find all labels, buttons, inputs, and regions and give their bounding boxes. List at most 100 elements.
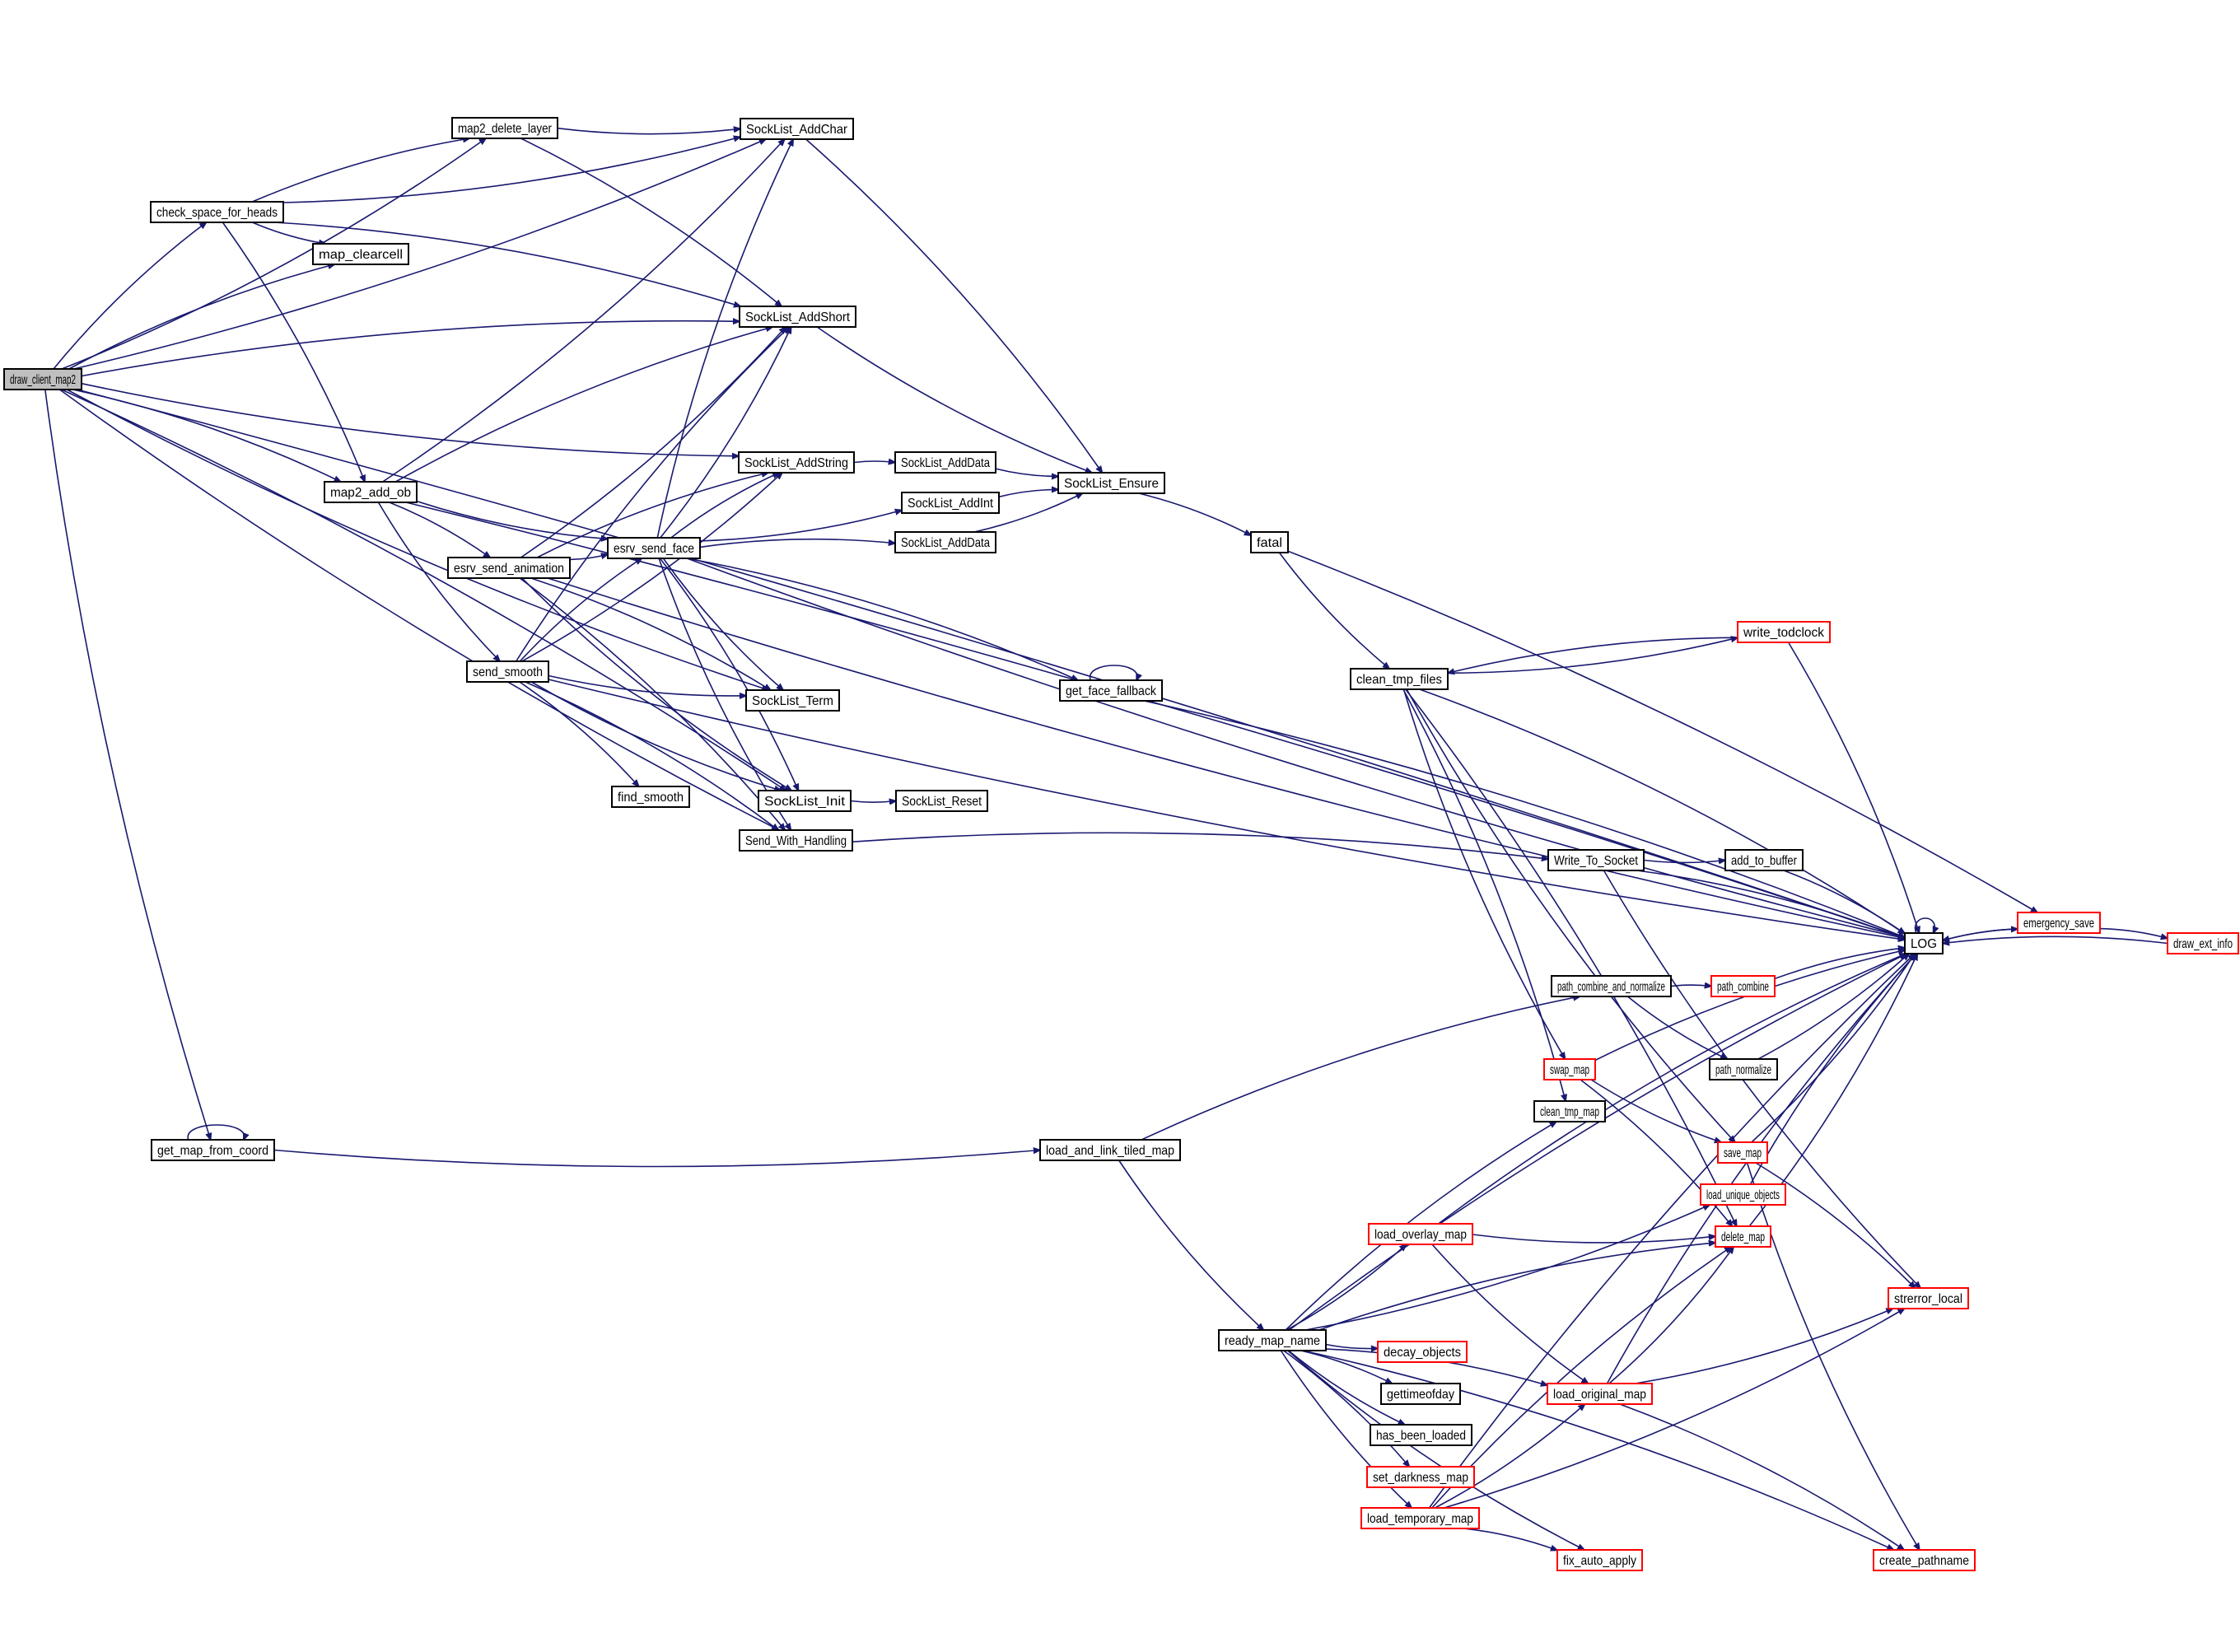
node-socklist-addstring[interactable]: SockList_AddString xyxy=(738,451,855,474)
node-box[interactable] xyxy=(466,660,549,683)
node-fix-auto-apply[interactable]: fix_auto_apply xyxy=(1556,1549,1643,1571)
node-box[interactable] xyxy=(1700,1183,1786,1206)
node-box[interactable] xyxy=(1366,1466,1475,1488)
node-draw-ext-info[interactable]: draw_ext_info xyxy=(2167,932,2239,954)
node-write-to-socket[interactable]: Write_To_Socket xyxy=(1547,849,1645,871)
node-box[interactable] xyxy=(1250,531,1289,553)
node-box[interactable] xyxy=(2167,932,2239,954)
node-box[interactable] xyxy=(1888,1287,1969,1309)
node-swap-map[interactable]: swap_map xyxy=(1543,1058,1596,1080)
node-find-smooth[interactable]: find_smooth xyxy=(611,786,690,808)
node-socklist-ensure[interactable]: SockList_Ensure xyxy=(1057,472,1165,494)
node-box[interactable] xyxy=(1368,1223,1473,1245)
node-ready-map-name[interactable]: ready_map_name xyxy=(1218,1329,1327,1351)
node-load-temporary-map[interactable]: load_temporary_map xyxy=(1360,1507,1480,1529)
node-box[interactable] xyxy=(739,829,853,852)
node-box[interactable] xyxy=(1904,932,1944,954)
node-box[interactable] xyxy=(1543,1058,1596,1080)
node-box[interactable] xyxy=(1873,1549,1976,1571)
node-socklist-term[interactable]: SockList_Term xyxy=(745,689,840,712)
node-box[interactable] xyxy=(447,557,571,579)
node-box[interactable] xyxy=(1710,975,1776,997)
node-load-original-map[interactable]: load_original_map xyxy=(1547,1383,1653,1405)
node-box[interactable] xyxy=(1039,1139,1181,1161)
node-box[interactable] xyxy=(1547,849,1645,871)
node-socklist-addshort[interactable]: SockList_AddShort xyxy=(739,306,856,328)
node-get-map-from-coord[interactable]: get_map_from_coord xyxy=(151,1139,275,1161)
node-socklist-reset[interactable]: SockList_Reset xyxy=(895,790,988,812)
node-box[interactable] xyxy=(739,306,856,328)
node-esrv-send-face[interactable]: esrv_send_face xyxy=(607,537,701,559)
node-box[interactable] xyxy=(894,531,996,553)
node-add-to-buffer[interactable]: add_to_buffer xyxy=(1724,849,1804,871)
node-write-todclock[interactable]: write_todclock xyxy=(1737,621,1831,643)
node-box[interactable] xyxy=(312,243,409,265)
node-box[interactable] xyxy=(895,790,988,812)
node-box[interactable] xyxy=(1547,1383,1653,1405)
node-clean-tmp-files[interactable]: clean_tmp_files xyxy=(1350,668,1449,690)
node-box[interactable] xyxy=(607,537,701,559)
node-load-and-link-tiled-map[interactable]: load_and_link_tiled_map xyxy=(1039,1139,1181,1161)
node-socklist-init[interactable]: SockList_Init xyxy=(758,790,852,812)
node-box[interactable] xyxy=(894,451,996,474)
node-box[interactable] xyxy=(1717,1141,1768,1164)
node-draw-client-map2[interactable]: draw_client_map2 xyxy=(3,368,82,390)
node-decay-objects[interactable]: decay_objects xyxy=(1377,1341,1468,1363)
node-socklist-adddata-2[interactable]: SockList_AddData xyxy=(894,531,996,553)
node-load-unique-objects[interactable]: load_unique_objects xyxy=(1700,1183,1786,1206)
node-load-overlay-map[interactable]: load_overlay_map xyxy=(1368,1223,1473,1245)
node-path-combine-and-normalize[interactable]: path_combine_and_normalize xyxy=(1551,975,1672,997)
node-box[interactable] xyxy=(324,481,418,503)
node-map2-delete-layer[interactable]: map2_delete_layer xyxy=(451,117,558,139)
node-box[interactable] xyxy=(745,689,840,712)
node-box[interactable] xyxy=(1360,1507,1480,1529)
node-gettimeofday[interactable]: gettimeofday xyxy=(1380,1383,1461,1405)
node-box[interactable] xyxy=(1377,1341,1468,1363)
node-box[interactable] xyxy=(151,1139,275,1161)
node-fatal[interactable]: fatal xyxy=(1250,531,1289,553)
node-socklist-addint[interactable]: SockList_AddInt xyxy=(901,492,1000,514)
node-box[interactable] xyxy=(451,117,558,139)
node-box[interactable] xyxy=(1370,1424,1472,1446)
node-box[interactable] xyxy=(1709,1058,1778,1080)
node-save-map[interactable]: save_map xyxy=(1717,1141,1768,1164)
node-path-combine[interactable]: path_combine xyxy=(1710,975,1776,997)
node-set-darkness-map[interactable]: set_darkness_map xyxy=(1366,1466,1475,1488)
node-strerror-local[interactable]: strerror_local xyxy=(1888,1287,1969,1309)
node-path-normalize[interactable]: path_normalize xyxy=(1709,1058,1778,1080)
node-create-pathname[interactable]: create_pathname xyxy=(1873,1549,1976,1571)
node-clean-tmp-map[interactable]: clean_tmp_map xyxy=(1533,1100,1606,1122)
node-box[interactable] xyxy=(3,368,82,390)
node-box[interactable] xyxy=(150,201,284,223)
node-box[interactable] xyxy=(1350,668,1449,690)
node-emergency-save[interactable]: emergency_save xyxy=(2017,912,2101,934)
node-send-smooth[interactable]: send_smooth xyxy=(466,660,549,683)
node-socklist-adddata-1[interactable]: SockList_AddData xyxy=(894,451,996,474)
node-box[interactable] xyxy=(738,451,855,474)
node-box[interactable] xyxy=(1556,1549,1643,1571)
node-box[interactable] xyxy=(740,118,854,140)
node-log[interactable]: LOG xyxy=(1904,932,1944,954)
node-has-been-loaded[interactable]: has_been_loaded xyxy=(1370,1424,1472,1446)
node-esrv-send-animation[interactable]: esrv_send_animation xyxy=(447,557,571,579)
node-delete-map[interactable]: delete_map xyxy=(1715,1225,1771,1248)
node-box[interactable] xyxy=(1715,1225,1771,1248)
node-box[interactable] xyxy=(1380,1383,1461,1405)
node-check-space-for-heads[interactable]: check_space_for_heads xyxy=(150,201,284,223)
node-send-with-handling[interactable]: Send_With_Handling xyxy=(739,829,853,852)
node-box[interactable] xyxy=(901,492,1000,514)
node-box[interactable] xyxy=(611,786,690,808)
node-socklist-addchar[interactable]: SockList_AddChar xyxy=(740,118,854,140)
node-box[interactable] xyxy=(758,790,852,812)
node-box[interactable] xyxy=(1737,621,1831,643)
node-box[interactable] xyxy=(1059,679,1163,702)
node-box[interactable] xyxy=(1533,1100,1606,1122)
node-box[interactable] xyxy=(2017,912,2101,934)
node-box[interactable] xyxy=(1724,849,1804,871)
node-get-face-fallback[interactable]: get_face_fallback xyxy=(1059,679,1163,702)
node-box[interactable] xyxy=(1218,1329,1327,1351)
node-map-clearcell[interactable]: map_clearcell xyxy=(312,243,409,265)
node-box[interactable] xyxy=(1551,975,1672,997)
node-map2-add-ob[interactable]: map2_add_ob xyxy=(324,481,418,503)
node-box[interactable] xyxy=(1057,472,1165,494)
